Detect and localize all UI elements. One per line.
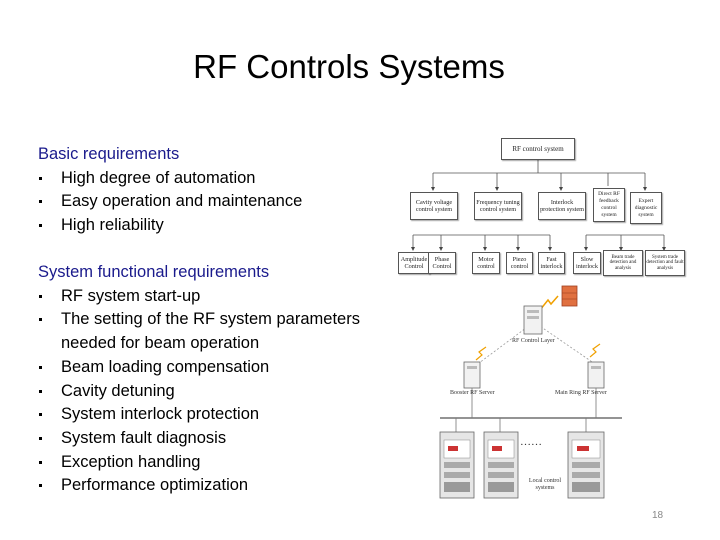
list-item: Cavity detuning (38, 380, 391, 404)
booster-server-icon (463, 361, 481, 389)
list-item: Exception handling (38, 451, 391, 475)
local-control-label: Local control systems (528, 478, 562, 491)
rf-control-system-box: RF control system (501, 138, 575, 160)
booster-server-label: Booster RF Server (450, 390, 495, 396)
functional-requirements-heading: System functional requirements (38, 263, 270, 281)
rf-control-layer-label: RF Control Layer (512, 338, 555, 344)
direct-rf-feedback-box: Direct RF feedback control system (593, 188, 625, 222)
functional-requirements-list: RF system start-up The setting of the RF… (38, 285, 391, 498)
ellipsis-label: …… (520, 436, 542, 448)
control-server-icon (523, 305, 543, 335)
piezo-control-box: Piezo control (506, 252, 533, 274)
slow-interlock-box: Slow interlock (573, 252, 601, 274)
motor-control-box: Motor control (472, 252, 500, 274)
list-item: RF system start-up (38, 285, 391, 309)
list-item: Performance optimization (38, 474, 391, 498)
list-item: System interlock protection (38, 403, 391, 427)
basic-requirements-section: Basic requirements High degree of automa… (38, 143, 302, 238)
firewall-icon (561, 285, 578, 307)
basic-requirements-heading: Basic requirements (38, 145, 180, 163)
mainring-server-icon (587, 361, 605, 389)
list-item: High reliability (38, 214, 302, 238)
basic-requirements-list: High degree of automation Easy operation… (38, 167, 302, 238)
frequency-tuning-box: Frequency tuning control system (474, 192, 522, 220)
slide-number: 18 (652, 510, 664, 521)
list-item: High degree of automation (38, 167, 302, 191)
functional-requirements-section: System functional requirements RF system… (38, 261, 391, 498)
list-item: The setting of the RF system parameters … (38, 308, 391, 355)
list-item: System fault diagnosis (38, 427, 391, 451)
beam-trade-detection-box: Beam trade detection and analysis (603, 250, 643, 276)
system-trade-detection-box: System trade detection and fault analysi… (645, 250, 685, 276)
mainring-server-label: Main Ring RF Server (555, 390, 607, 396)
expert-diagnostic-box: Expert diagnostic system (630, 192, 662, 224)
list-item: Easy operation and maintenance (38, 190, 302, 214)
slide-title: RF Controls Systems (193, 48, 505, 85)
local-rack-icons (439, 431, 605, 499)
fast-interlock-box: Fast interlock (538, 252, 565, 274)
lightning-icon (539, 295, 559, 311)
list-item: Beam loading compensation (38, 356, 391, 380)
phase-control-box: Phase Control (428, 252, 456, 274)
interlock-protection-box: Interlock protection system (538, 192, 586, 220)
cavity-voltage-box: Cavity voltage control system (410, 192, 458, 220)
